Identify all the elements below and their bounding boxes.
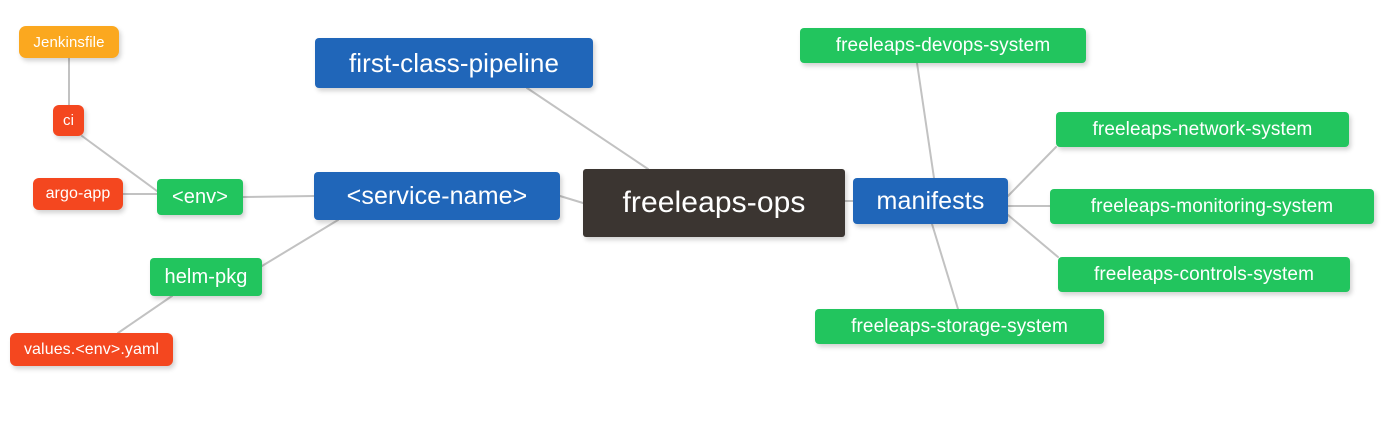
edge-helm-pkg-to-values-env-yaml <box>117 295 173 334</box>
node-helm-pkg[interactable]: helm-pkg <box>150 258 262 296</box>
node-Jenkinsfile[interactable]: Jenkinsfile <box>19 26 119 58</box>
node-first-class-pipeline[interactable]: first-class-pipeline <box>315 38 593 88</box>
node-freeleaps-controls-system[interactable]: freeleaps-controls-system <box>1058 257 1350 292</box>
node-label: freeleaps-ops <box>622 186 806 219</box>
node-ci[interactable]: ci <box>53 105 84 136</box>
node-freeleaps-network-system[interactable]: freeleaps-network-system <box>1056 112 1349 147</box>
node-label: values.<env>.yaml <box>23 340 160 358</box>
node-label: freeleaps-network-system <box>1092 119 1313 140</box>
edge-manifests-to-freeleaps-storage-system <box>931 223 959 310</box>
node-service-name[interactable]: <service-name> <box>314 172 560 220</box>
edge-service-name-to-env <box>242 195 315 198</box>
node-label: first-class-pipeline <box>348 48 560 78</box>
node-label: ci <box>62 112 75 129</box>
node-label: helm-pkg <box>164 266 248 288</box>
edge-manifests-to-freeleaps-network-system <box>1007 146 1057 197</box>
node-freeleaps-ops[interactable]: freeleaps-ops <box>583 169 845 237</box>
node-freeleaps-storage-system[interactable]: freeleaps-storage-system <box>815 309 1104 344</box>
node-label: freeleaps-controls-system <box>1093 264 1315 285</box>
node-label: freeleaps-monitoring-system <box>1090 196 1334 217</box>
edge-freeleaps-ops-to-service-name <box>559 195 584 204</box>
node-env[interactable]: <env> <box>157 179 243 215</box>
node-freeleaps-monitoring-system[interactable]: freeleaps-monitoring-system <box>1050 189 1374 224</box>
node-label: <env> <box>171 186 229 208</box>
node-label: manifests <box>876 186 985 215</box>
node-label: freeleaps-devops-system <box>835 35 1051 56</box>
node-label: freeleaps-storage-system <box>851 316 1068 337</box>
node-label: Jenkinsfile <box>33 33 105 51</box>
node-label: argo-app <box>45 185 111 202</box>
node-freeleaps-devops-system[interactable]: freeleaps-devops-system <box>800 28 1086 63</box>
node-argo-app[interactable]: argo-app <box>33 178 123 210</box>
edge-freeleaps-ops-to-first-class-pipeline <box>526 87 649 170</box>
node-label: <service-name> <box>346 181 528 210</box>
edge-service-name-to-helm-pkg <box>261 219 339 267</box>
node-manifests[interactable]: manifests <box>853 178 1008 224</box>
edge-manifests-to-freeleaps-devops-system <box>916 62 935 179</box>
node-values-env-yaml[interactable]: values.<env>.yaml <box>10 333 173 366</box>
